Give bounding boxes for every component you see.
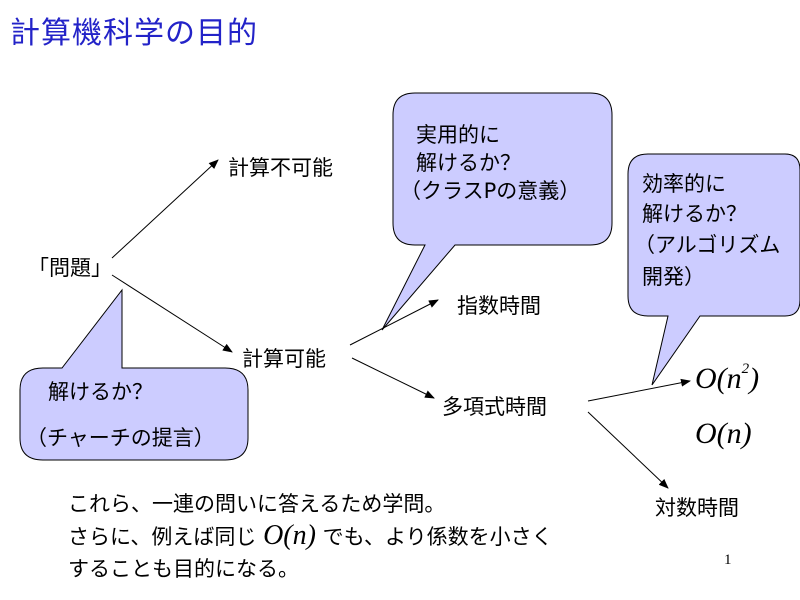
bubble-efficient-line1: 効率的に [642,172,726,196]
bubble-solvable [19,288,249,461]
bubble-solvable-line2: （チャーチの提言） [26,426,215,450]
summary-note: これら、一連の問いに答えるため学問。 さらに、例えば同じ O(n) でも、より係… [68,488,553,585]
node-exponential: 指数時間 [457,294,541,318]
arrow-computable-polynomial [351,357,435,399]
summary-note-line3: することも目的になる。 [68,557,299,581]
node-logarithmic: 対数時間 [655,496,739,520]
math-o-n-squared: O(n2) [695,361,760,395]
bubble-efficient-line4: 開発） [642,265,705,289]
arrow-polynomial-on2 [587,378,691,402]
page-number: 1 [724,552,732,568]
arrow-problem-computable [111,274,233,353]
bubble-practical-line1: 実用的に [416,123,500,147]
summary-note-line2: さらに、例えば同じ O(n) でも、より係数を小さく [68,520,553,551]
arrow-problem-uncomputable [111,159,219,259]
bubble-efficient [627,153,800,386]
node-uncomputable: 計算不可能 [228,156,333,180]
bubble-efficient-line3: （アルゴリズム [634,233,781,257]
bubble-solvable-line1: 解けるか？ [48,380,153,404]
node-problem: 「問題」 [28,256,112,280]
summary-note-math: O(n) [263,520,316,551]
bubble-practical-line2: 解けるか？ [416,151,521,175]
page-title: 計算機科学の目的 [10,16,258,51]
node-polynomial: 多項式時間 [442,395,547,419]
bubble-efficient-line2: 解けるか？ [642,202,747,226]
arrow-computable-exponential [349,299,439,346]
bubble-practical-line3: （クラスPの意義） [400,179,581,203]
summary-note-line1: これら、一連の問いに答えるため学問。 [68,492,446,516]
bubble-practical [381,92,613,331]
arrow-polynomial-logarithmic [587,411,669,489]
math-o-n: O(n) [695,417,752,450]
node-computable: 計算可能 [242,347,326,371]
